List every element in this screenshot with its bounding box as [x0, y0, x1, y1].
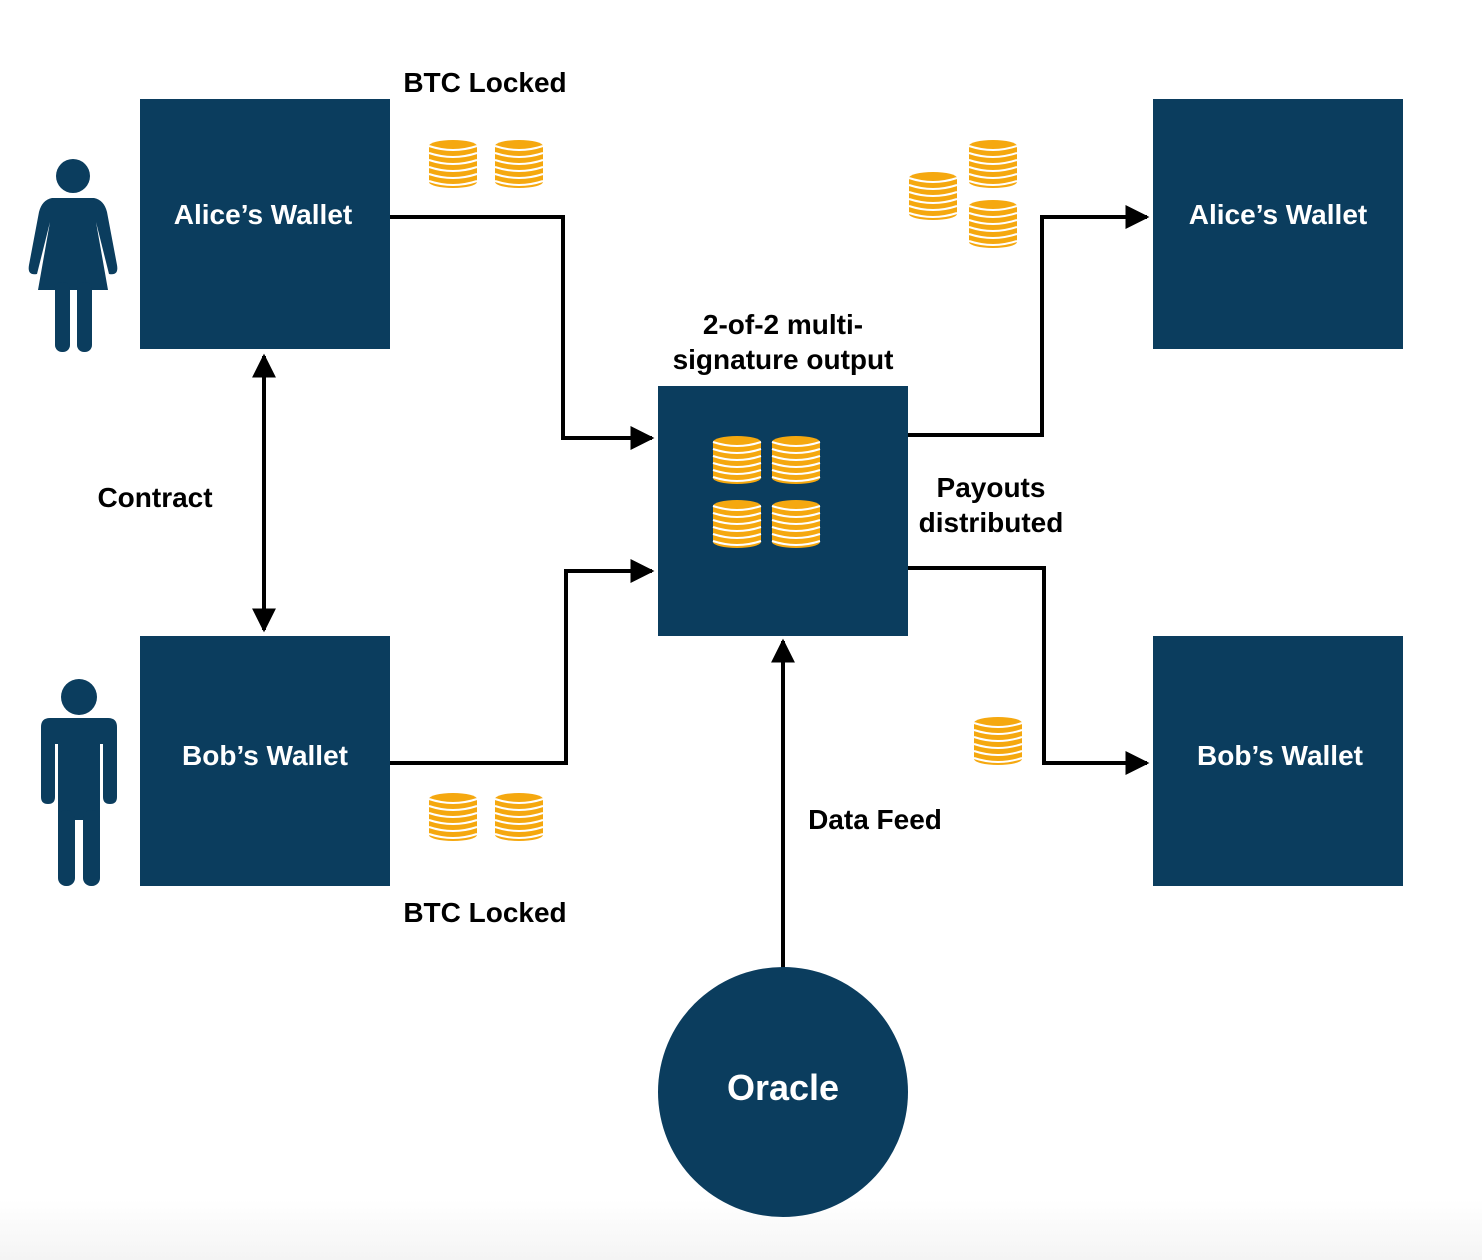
payouts-label-line1: Payouts: [937, 472, 1046, 503]
coins-payout-alice: [908, 139, 1018, 249]
btc-locked-bottom-label: BTC Locked: [403, 897, 566, 928]
male-person-icon: [41, 679, 117, 886]
bob-wallet-right-box: Bob’s Wallet: [1153, 636, 1403, 886]
alice-wallet-right-label: Alice’s Wallet: [1189, 199, 1367, 230]
coin-stack-icon: [968, 139, 1018, 189]
coin-stack-icon: [428, 792, 478, 842]
arrow-bob-to-multisig: [390, 559, 655, 765]
arrow-multisig-to-alice: [906, 205, 1150, 437]
bob-wallet-left-box: Bob’s Wallet: [140, 636, 390, 886]
coin-stack-icon: [968, 199, 1018, 249]
coin-stack-icon: [771, 499, 821, 549]
arrow-alice-to-multisig: [390, 215, 655, 450]
coin-stack-icon: [494, 792, 544, 842]
coins-payout-bob: [973, 716, 1023, 766]
alice-wallet-right-box: Alice’s Wallet: [1153, 99, 1403, 349]
btc-locked-top-label: BTC Locked: [403, 67, 566, 98]
alice-wallet-left-label: Alice’s Wallet: [174, 199, 352, 230]
coin-stack-icon: [712, 435, 762, 485]
multisig-title-line2: signature output: [673, 344, 894, 375]
coin-stack-icon: [712, 499, 762, 549]
bob-wallet-left-label: Bob’s Wallet: [182, 740, 348, 771]
oracle-circle: Oracle: [658, 967, 908, 1217]
coins-btc-locked-bottom: [428, 792, 544, 842]
data-feed-label: Data Feed: [808, 804, 942, 835]
bottom-fade: [0, 1200, 1482, 1260]
coin-stack-icon: [973, 716, 1023, 766]
connectors: [252, 205, 1150, 968]
coins-btc-locked-top: [428, 139, 544, 189]
coin-stack-icon: [771, 435, 821, 485]
payouts-label-line2: distributed: [919, 507, 1064, 538]
contract-label: Contract: [97, 482, 212, 513]
oracle-label: Oracle: [727, 1067, 839, 1108]
arrow-multisig-to-bob: [906, 566, 1150, 775]
coin-stack-icon: [908, 171, 958, 221]
bob-wallet-right-label: Bob’s Wallet: [1197, 740, 1363, 771]
alice-wallet-left-box: Alice’s Wallet: [140, 99, 390, 349]
coin-stack-icon: [428, 139, 478, 189]
female-person-icon: [28, 159, 118, 352]
multisig-title-line1: 2-of-2 multi-: [703, 309, 863, 340]
coin-stack-icon: [494, 139, 544, 189]
